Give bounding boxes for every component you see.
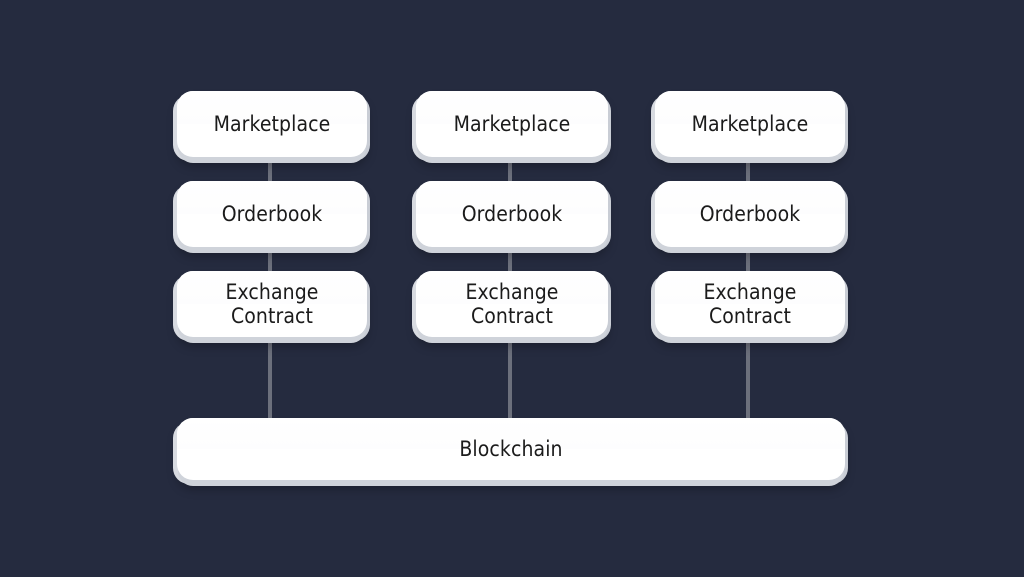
node-label: Blockchain <box>459 436 563 461</box>
node-orderbook-1[interactable]: Orderbook <box>177 181 367 247</box>
node-label: Exchange Contract <box>465 279 559 328</box>
node-orderbook-2[interactable]: Orderbook <box>416 181 608 247</box>
node-label: Exchange Contract <box>225 279 319 328</box>
node-label: Marketplace <box>453 111 571 136</box>
connector-line <box>268 240 272 278</box>
node-marketplace-3[interactable]: Marketplace <box>655 91 845 157</box>
connector-line <box>746 330 750 425</box>
connector-line <box>508 240 512 278</box>
node-label: Marketplace <box>213 111 331 136</box>
node-marketplace-1[interactable]: Marketplace <box>177 91 367 157</box>
connector-line <box>268 330 272 425</box>
node-orderbook-3[interactable]: Orderbook <box>655 181 845 247</box>
node-blockchain[interactable]: Blockchain <box>177 418 845 480</box>
node-label: Orderbook <box>221 201 323 226</box>
node-exchange-contract-3[interactable]: Exchange Contract <box>655 271 845 337</box>
connector-line <box>268 150 272 188</box>
connector-line <box>746 240 750 278</box>
connector-line <box>508 150 512 188</box>
node-label: Orderbook <box>699 201 801 226</box>
node-label: Exchange Contract <box>703 279 797 328</box>
node-label: Orderbook <box>461 201 563 226</box>
connector-line <box>746 150 750 188</box>
connector-line <box>508 330 512 425</box>
node-marketplace-2[interactable]: Marketplace <box>416 91 608 157</box>
node-exchange-contract-1[interactable]: Exchange Contract <box>177 271 367 337</box>
node-label: Marketplace <box>691 111 809 136</box>
node-exchange-contract-2[interactable]: Exchange Contract <box>416 271 608 337</box>
